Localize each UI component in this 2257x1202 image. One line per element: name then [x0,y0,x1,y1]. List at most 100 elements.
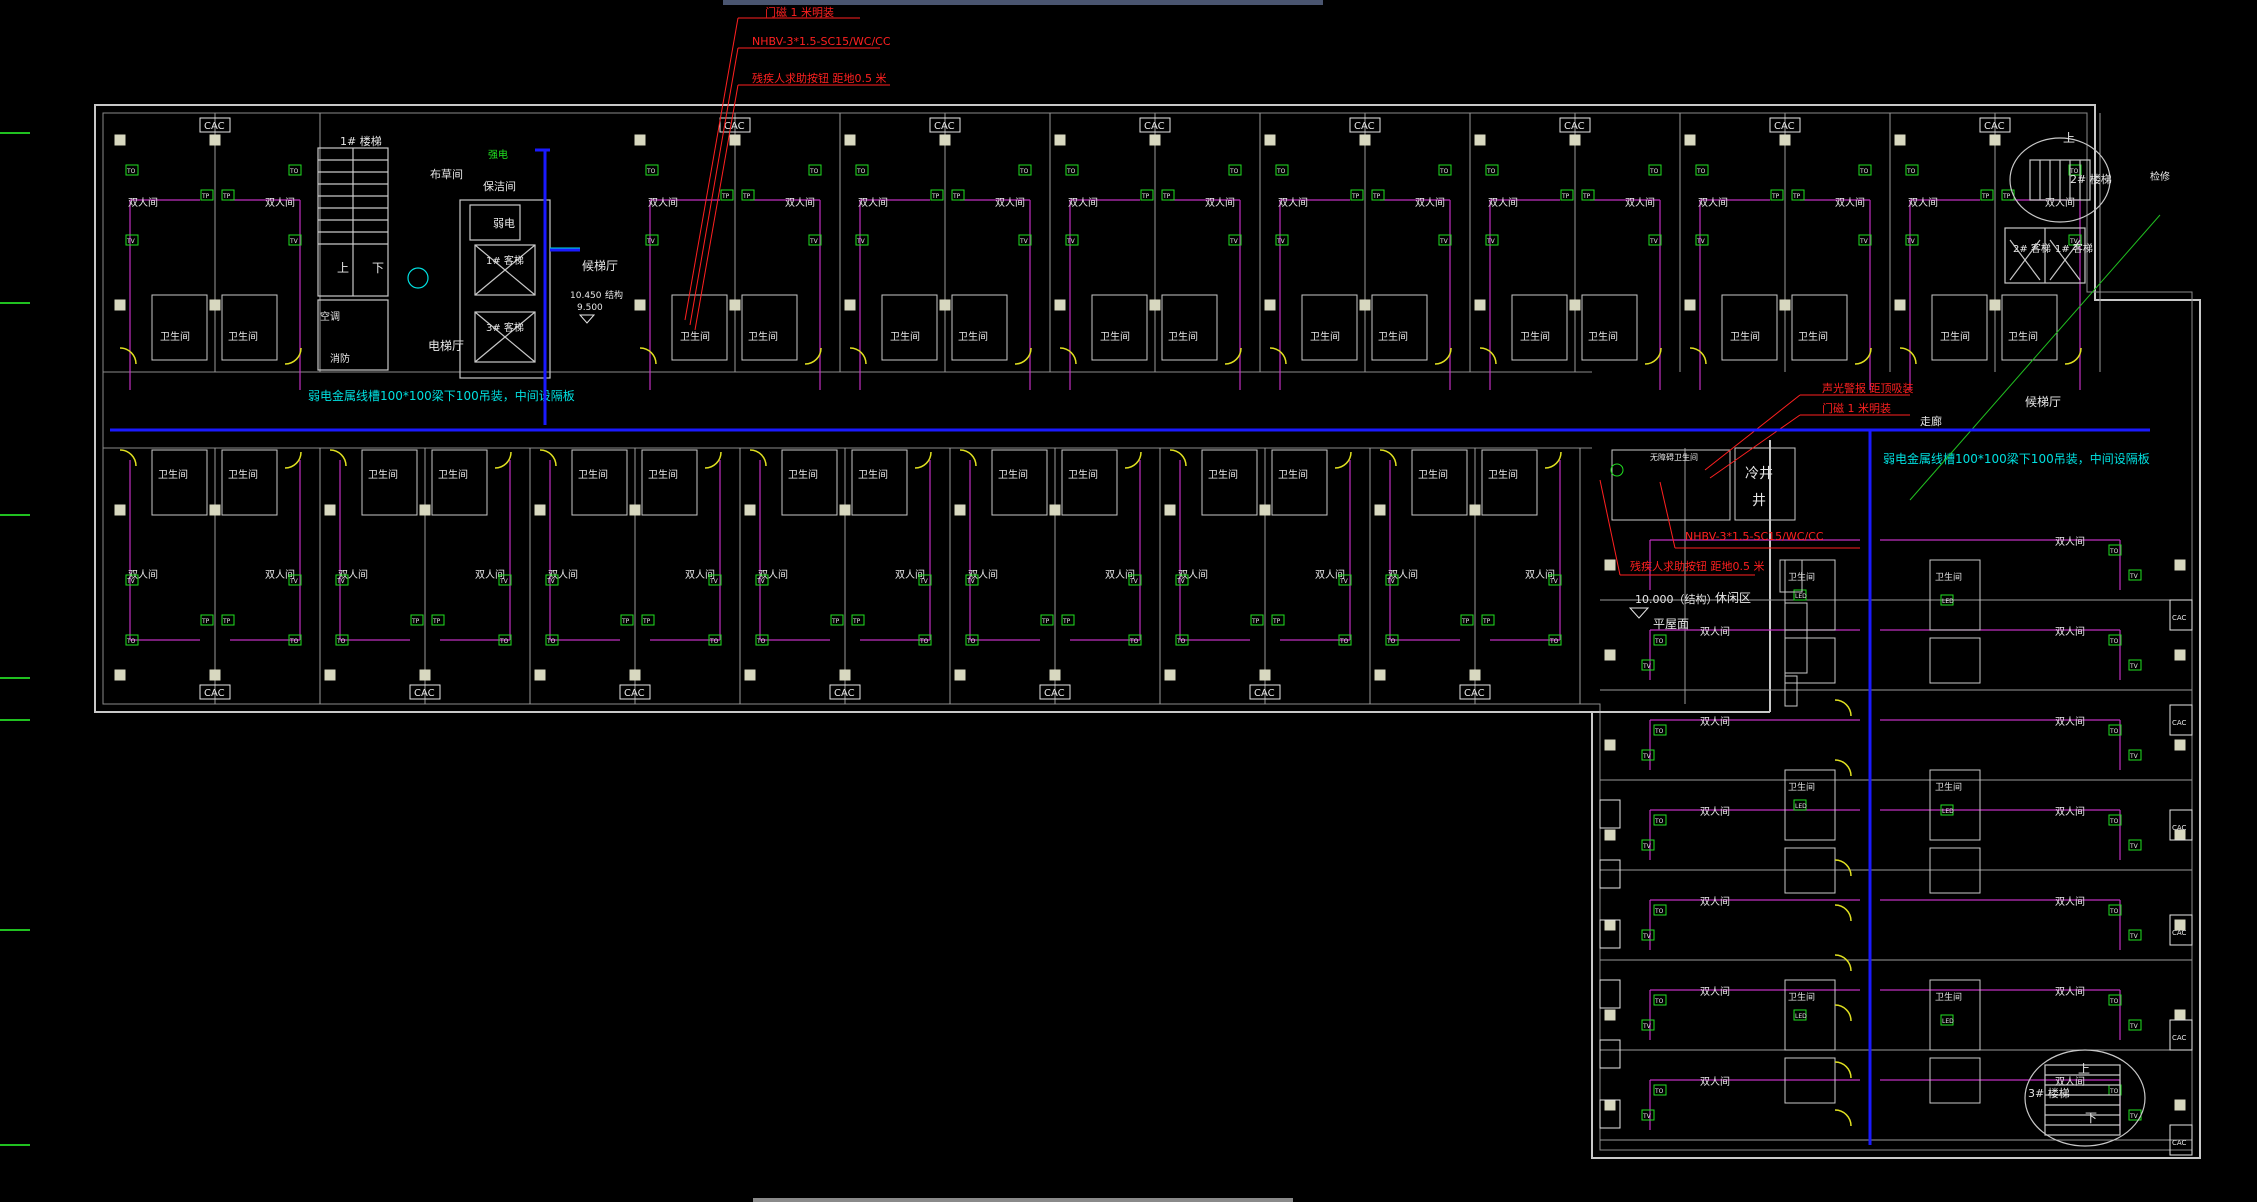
tv-outlet-text: TV [1176,578,1186,585]
accessible-wc-box [1611,449,1731,521]
tv-outlet-text: TV [1549,578,1559,585]
tv-outlet-text: TV [856,238,866,245]
room-label: 双人间 [2055,805,2085,818]
cac-box [199,684,231,700]
door-swing [804,347,822,365]
tv-outlet-text: TV [2069,238,2079,245]
room-label: 双人间 [995,196,1025,209]
led-device-box [1793,589,1807,601]
tp-outlet-box [1791,189,1805,201]
red-note-mid-4: 残疾人求助按钮 距地0.5 米 [1630,559,1765,573]
structural-column [1604,739,1616,751]
led-device-text: LED [1795,803,1807,810]
bathroom-right [1481,449,1538,516]
weak-current-loop [1649,539,2121,590]
tp-outlet-box [1371,189,1385,201]
door-swing [1014,347,1032,365]
to-outlet-text: TO [289,638,299,645]
door-swing [1334,451,1352,469]
room-label: 双人间 [548,568,578,581]
door-swing [1689,347,1707,365]
structural-column [1049,504,1061,516]
cac-text: CAC [1774,121,1795,132]
led-device-box [1940,594,1954,606]
structural-column [1604,919,1616,931]
structural-column [2174,1009,2186,1021]
to-outlet-text: TO [1654,638,1664,645]
bathroom-left [1091,294,1148,361]
structural-column [744,669,756,681]
room-label: 双人间 [1278,196,1308,209]
bathroom-left [361,449,418,516]
bathroom-left [571,449,628,516]
to-outlet-box [965,634,979,646]
to-outlet-text: TO [966,638,976,645]
bathroom-label: 卫生间 [1488,468,1518,481]
tv-outlet-box [1018,234,1032,246]
door-swing [1834,954,1852,972]
tv-outlet-text: TV [336,578,346,585]
to-outlet-box [1228,164,1242,176]
structural-column [629,504,641,516]
tv-outlet-box [1641,1019,1655,1031]
tv-outlet-text: TV [2129,663,2139,670]
room-label: 双人间 [2055,535,2085,548]
to-outlet-box [1018,164,1032,176]
tp-outlet-box [221,189,235,201]
structural-column [209,504,221,516]
cac-box [929,117,961,133]
weak-current-loop [1069,199,1241,390]
cold-shaft-box [1734,447,1796,521]
janitor-label: 布草间 [430,168,463,181]
cac-box [619,684,651,700]
bathroom-label: 卫生间 [858,468,888,481]
tv-outlet-text: TV [2129,933,2139,940]
waiting-hall-label: 候梯厅 [582,259,618,273]
west-elevators [459,199,551,379]
door-swing [914,451,932,469]
door-swing [539,449,557,467]
to-outlet-box [1548,634,1562,646]
door-swing [1834,759,1852,777]
structural-column [939,299,951,311]
bathroom-left [1411,449,1468,516]
door-swing [1224,347,1242,365]
cac-box [1459,684,1491,700]
tp-outlet-text: TP [1482,618,1491,625]
tp-outlet-text: TP [831,618,840,625]
structural-column [324,504,336,516]
structural-column [1684,299,1696,311]
cac-text: CAC [624,688,645,699]
to-outlet-text: TO [1439,168,1449,175]
room-label: 双人间 [1700,1075,1730,1088]
tv-outlet-text: TV [499,578,509,585]
door-swing [284,451,302,469]
structural-column [1604,829,1616,841]
bathroom-label: 卫生间 [1378,330,1408,343]
structural-column [1259,669,1271,681]
corridor-label: 走廊 [1920,414,1942,428]
tp-outlet-text: TP [721,193,730,200]
bathroom-label: 卫生间 [1935,571,1962,583]
east-bathroom [1929,559,1981,631]
stair-1-down: 下 [372,261,384,275]
left-margin-marks [0,132,30,1146]
room-label: 双人间 [1068,196,1098,209]
weak-current-loop [1649,629,2121,680]
tv-outlet-text: TV [1129,578,1139,585]
to-outlet-text: TO [1229,168,1239,175]
room-label: 双人间 [265,196,295,209]
room-label: 双人间 [265,568,295,581]
room-label: 双人间 [128,196,158,209]
tp-outlet-text: TP [1251,618,1260,625]
bathroom-label: 卫生间 [748,330,778,343]
tv-outlet-box [1858,234,1872,246]
tv-outlet-box [1338,574,1352,586]
tp-outlet-box [1040,614,1054,626]
door-swing [959,449,977,467]
to-outlet-text: TO [1386,638,1396,645]
structural-column [839,504,851,516]
tv-outlet-box [1385,574,1399,586]
